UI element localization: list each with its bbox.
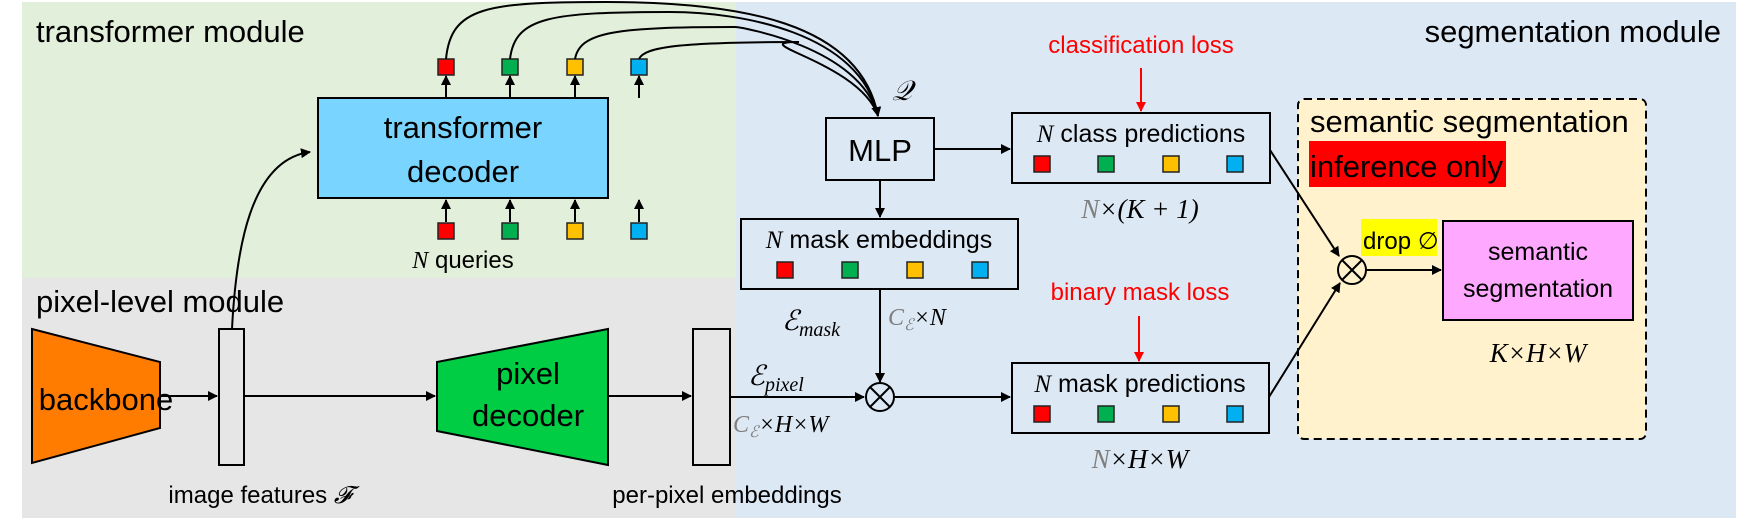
pixel-dims-c: C [733,412,750,438]
pixel-level-module-title: pixel-level module [36,284,284,319]
mask-embeddings-label: N mask embeddings [765,226,993,254]
mask-predictions-text: mask predictions [1051,370,1246,398]
input-query-square [567,223,583,239]
output-query-square [502,59,518,75]
mask-embedding-square [777,262,793,278]
pixel-decoder-label-line1: pixel [496,356,560,391]
mask-dims-c: C [888,305,905,331]
queries-label-text: queries [428,247,513,274]
semantic-output-label-line1: semantic [1488,238,1588,266]
mask-prediction-square [1163,406,1179,422]
mask-embedding-square [842,262,858,278]
class-predictions-n: N [1036,121,1055,148]
mask-prediction-square [1227,406,1243,422]
queries-label: N queries [411,247,513,274]
class-prediction-square [1098,156,1114,172]
class-predictions-text: class predictions [1053,120,1245,148]
semantic-output-label-line2: segmentation [1463,275,1613,303]
transformer-decoder-label-line2: decoder [407,154,519,189]
class-prediction-square [1034,156,1050,172]
class-prediction-square [1227,156,1243,172]
mask-embeddings-dims: Cℰ×N [888,305,948,334]
mask-embedding-square [972,262,988,278]
e-pixel-sub: pixel [763,374,804,396]
pixel-decoder-label-line2: decoder [472,398,584,433]
segmentation-module-title: segmentation module [1425,14,1721,49]
mask-predictions-shape: N×H×W [1091,444,1191,474]
inference-only-badge: inference only [1310,149,1504,184]
image-features-caption-text: image features [168,482,333,509]
transformer-decoder-label-line1: transformer [384,110,542,145]
mask-embeddings-text: mask embeddings [782,226,992,254]
backbone-label: backbone [39,382,173,417]
mask-prediction-square [1098,406,1114,422]
per-pixel-embeddings-block [693,329,730,465]
semantic-segmentation-title: semantic segmentation [1310,104,1629,139]
per-pixel-embeddings-caption: per-pixel embeddings [612,482,841,509]
binary-mask-loss-label: binary mask loss [1051,279,1230,306]
mlp-label: MLP [848,133,912,168]
input-query-square [631,223,647,239]
output-query-square [567,59,583,75]
class-prediction-square [1163,156,1179,172]
semantic-output-shape: K×H×W [1489,338,1589,368]
mask-dims-rest: ×N [914,305,948,331]
pixel-dims-rest: ×H×W [759,412,831,438]
e-mask-sub: mask [799,319,841,341]
mask-predictions-shape-rest: ×H×W [1110,444,1191,474]
class-predictions-label: N class predictions [1036,120,1245,148]
input-query-square [502,223,518,239]
transformer-module-title: transformer module [36,14,305,49]
mask-prediction-square [1034,406,1050,422]
class-predictions-shape-rest: ×(K + 1) [1099,194,1198,224]
output-query-square [438,59,454,75]
mask-predictions-shape-n: N [1091,444,1112,474]
classification-loss-label: classification loss [1048,32,1233,59]
class-predictions-shape: N×(K + 1) [1080,194,1198,224]
image-features-caption: image features 𝓕 [168,482,359,509]
semantic-segmentation-output-block [1443,221,1633,320]
class-predictions-shape-n: N [1080,194,1101,224]
mask-predictions-n: N [1033,371,1052,398]
mask-embedding-square [907,262,923,278]
output-query-square [631,59,647,75]
drop-label: drop ∅ [1363,228,1439,255]
pixel-embeddings-dims: Cℰ×H×W [733,412,830,441]
image-features-block [219,329,244,465]
mask-embeddings-n: N [765,227,784,254]
mask-predictions-label: N mask predictions [1033,370,1245,398]
input-query-square [438,223,454,239]
